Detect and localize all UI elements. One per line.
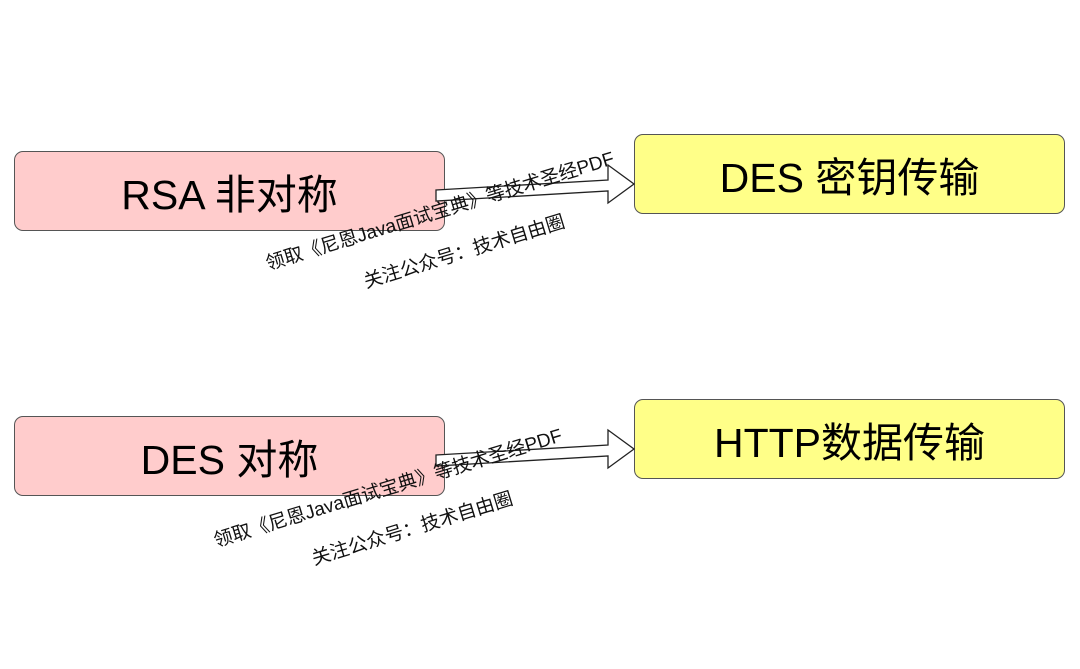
node-des-key-transfer: DES 密钥传输: [634, 134, 1065, 214]
node-label: DES 密钥传输: [719, 155, 980, 201]
node-label: DES 对称: [140, 437, 319, 483]
node-label: RSA 非对称: [121, 172, 338, 218]
node-http-data-transfer: HTTP数据传输: [634, 399, 1065, 479]
node-rsa-asymmetric: RSA 非对称: [14, 151, 445, 231]
node-des-symmetric: DES 对称: [14, 416, 445, 496]
node-label: HTTP数据传输: [713, 420, 986, 466]
